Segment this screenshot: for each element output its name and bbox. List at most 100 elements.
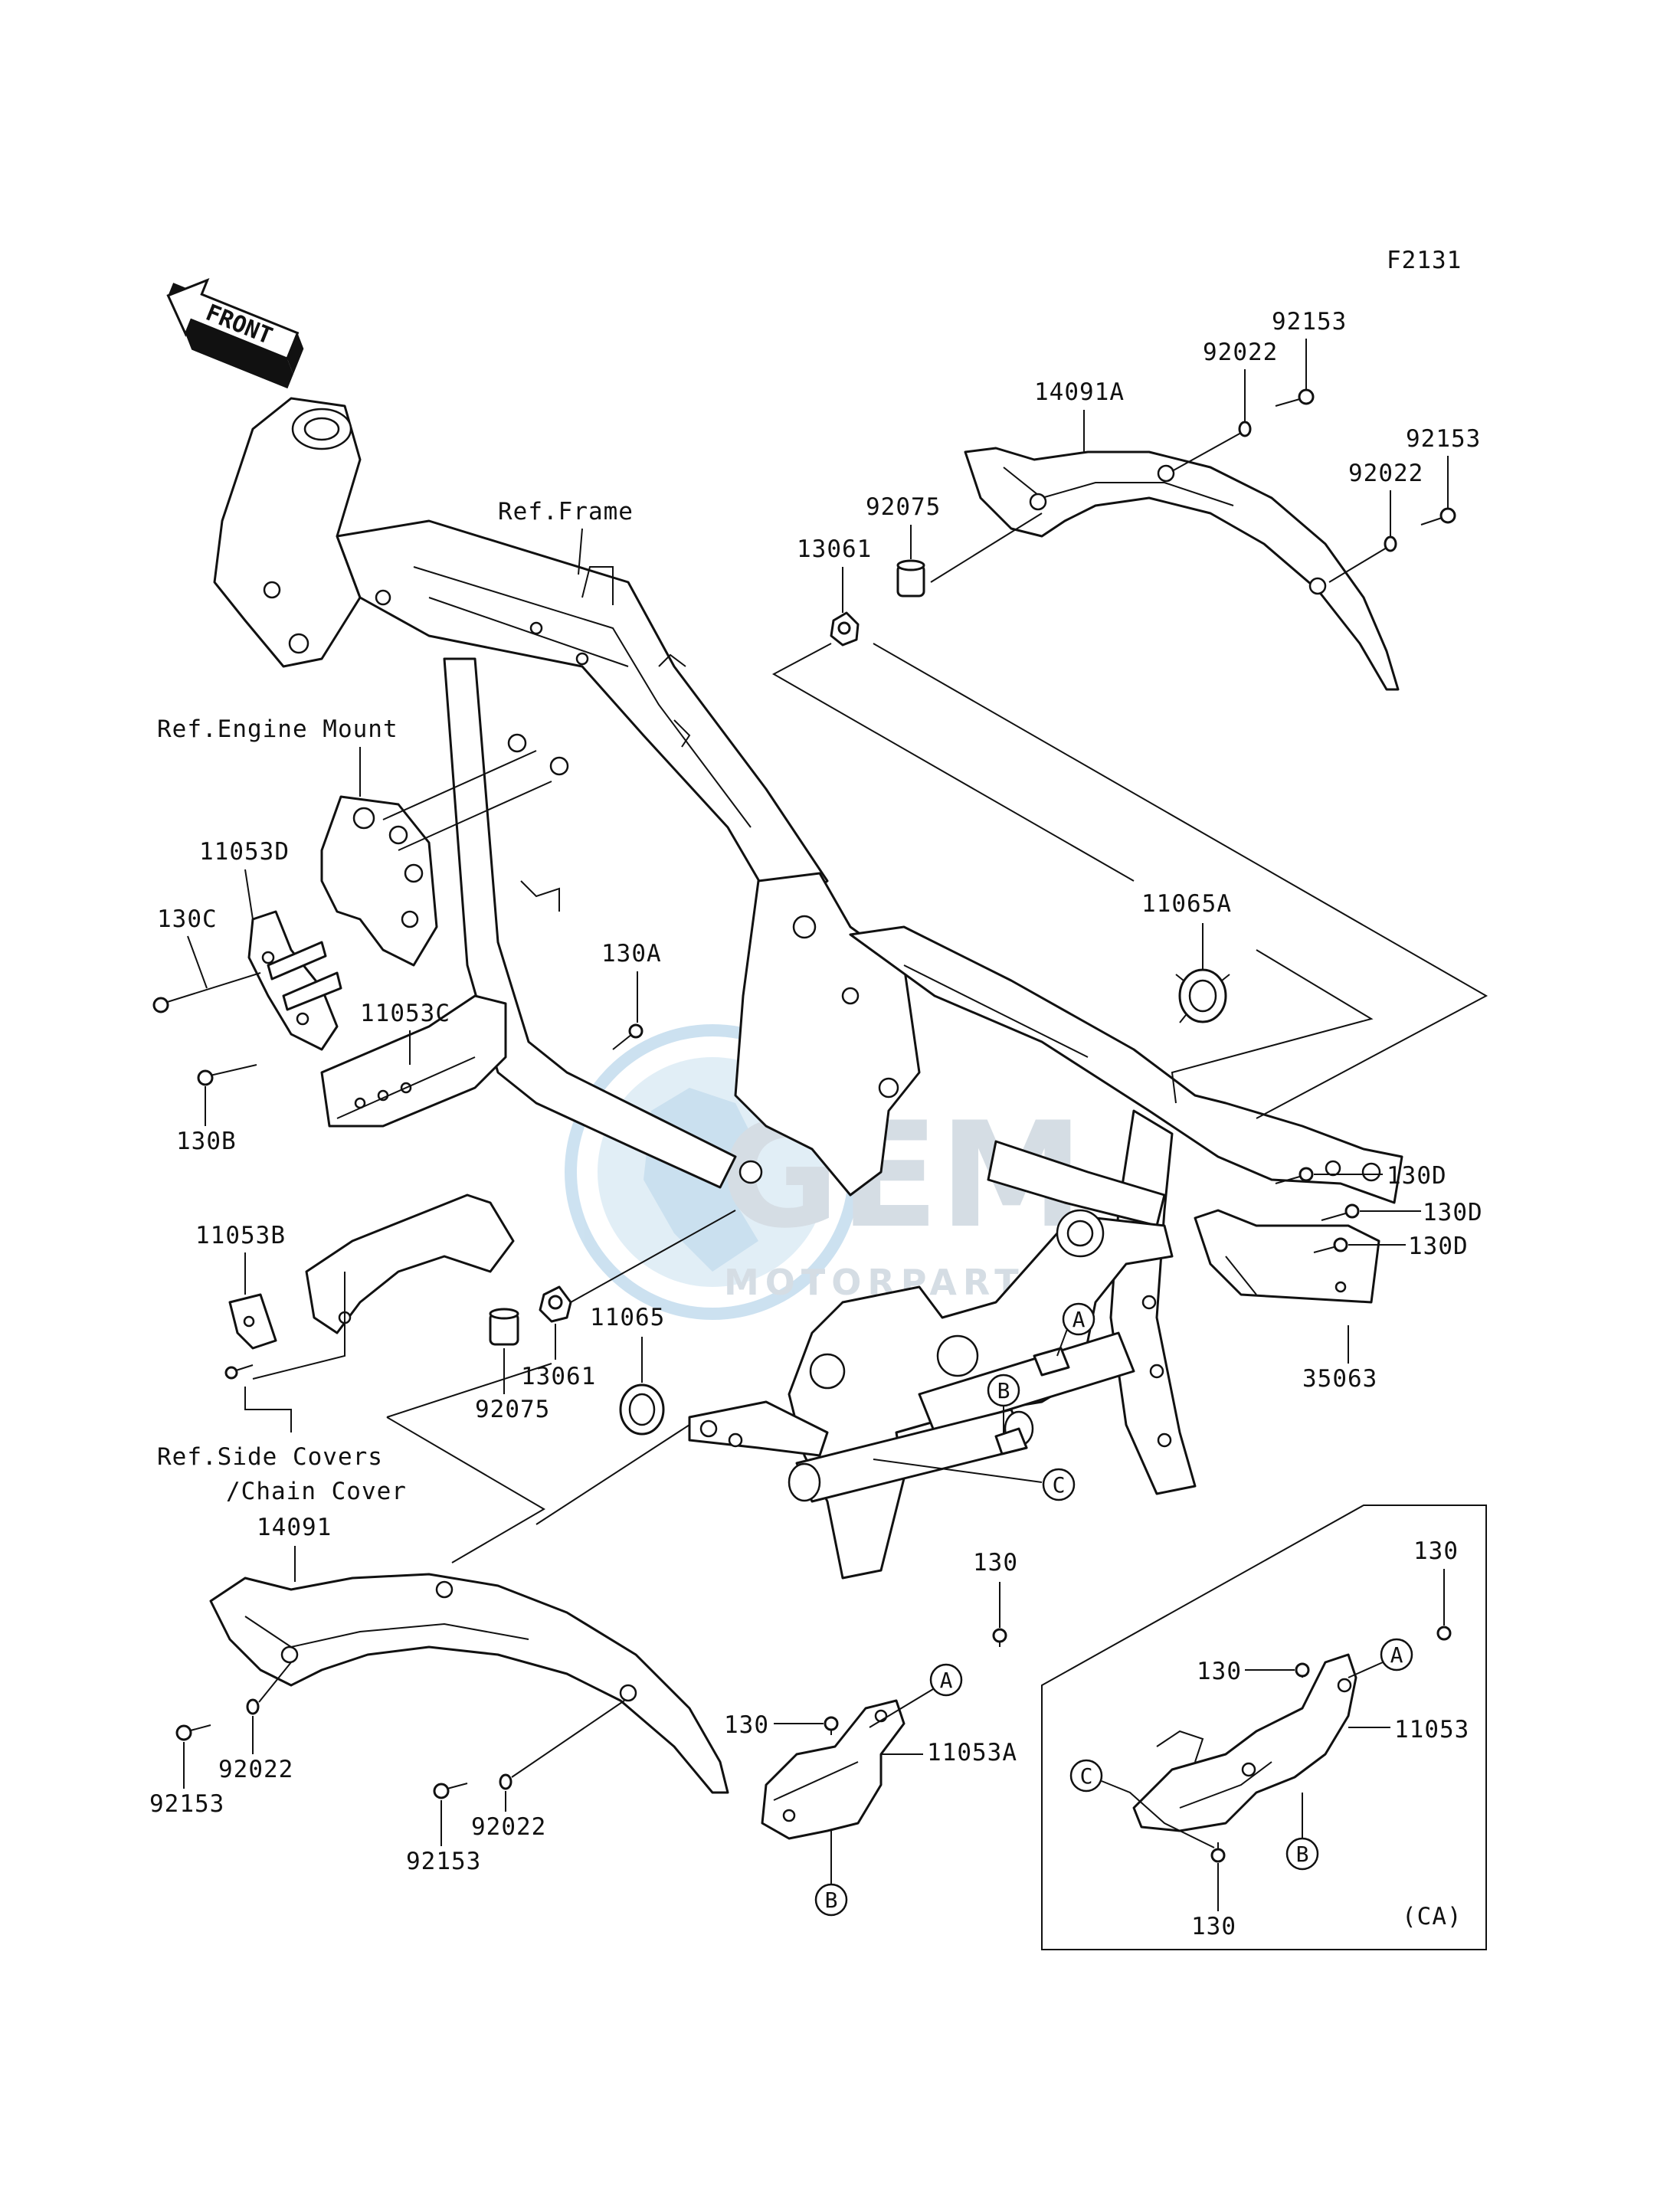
bolt-130b [197,1064,257,1086]
label-92022-bl: 92022 [218,1756,293,1783]
leader-13061-to-frame [570,1210,736,1303]
bracket-11053 [1132,1653,1357,1832]
ref-side-covers-leader [244,1387,292,1432]
label-92075-top: 92075 [866,493,941,521]
main-frame [213,397,1403,1580]
leader-92022-bl-link [258,1662,292,1703]
bolt-130a [612,1023,644,1050]
label-11053c: 11053C [360,1000,450,1027]
callout-b-frame: B [987,1374,1020,1435]
svg-text:B: B [825,1888,838,1913]
fender-14091 [209,1573,729,1794]
callout-b-11053a: B [814,1831,848,1917]
ref-frame-leader [578,528,583,575]
label-11065: 11065 [590,1304,665,1331]
label-92153-bl: 92153 [149,1790,224,1818]
bolt-92153-bm [433,1783,468,1799]
leader-11053d [244,869,254,920]
damper-13061-mid [539,1285,572,1323]
label-130d-1: 130D [1387,1162,1447,1190]
label-130d-3: 130D [1408,1233,1469,1260]
bracket-11053c [320,994,507,1128]
leader-11065a-frame [1171,949,1374,1104]
ca-inset-box [1041,1505,1487,1950]
svg-text:B: B [997,1378,1010,1403]
label-130-a: 130 [973,1549,1018,1577]
damper-13061-top [830,611,860,647]
ref-side-covers-label-2: /Chain Cover [226,1478,407,1505]
bolt-130-a [992,1628,1007,1647]
ring-11065a [1175,968,1230,1023]
callout-a-frame: A [1056,1302,1095,1357]
washer-92022-top1 [1238,421,1252,437]
callout-c-11053: C [1069,1759,1215,1848]
label-92022-top2: 92022 [1348,460,1423,487]
label-92153-bm: 92153 [406,1848,481,1875]
side-cover-link [252,1272,345,1380]
rubber-92075-mid [489,1308,519,1346]
bracket-11053b [228,1193,515,1350]
label-130-b: 130 [724,1711,769,1739]
bolt-side-cover [224,1364,254,1380]
bolt-92153-top1 [1275,388,1315,407]
leader-92022-top1-link [1171,432,1242,472]
label-14091: 14091 [257,1514,332,1541]
washer-92022-bl [246,1698,260,1715]
callout-c-frame: C [873,1459,1076,1501]
callout-b-11053: B [1285,1793,1319,1871]
bottom-fender-mount-lines [386,1363,690,1563]
bracket-11053d [247,910,342,1051]
label-35063: 35063 [1302,1365,1377,1393]
bolt-130-b [824,1716,839,1735]
label-130-ca1: 130 [1413,1537,1459,1565]
washer-92022-bm [499,1773,513,1790]
region-tag: (CA) [1402,1903,1462,1930]
leader-92022-top2-link [1328,547,1387,583]
leader-130c [187,935,208,989]
label-14091a: 14091A [1034,378,1125,406]
label-130d-2: 130D [1423,1199,1483,1226]
label-11053d: 11053D [199,838,290,866]
label-13061-top: 13061 [797,535,872,563]
svg-text:A: A [940,1668,953,1693]
label-11053a: 11053A [927,1739,1017,1766]
front-arrow-icon: FRONT [166,277,304,389]
ref-side-covers-label-1: Ref.Side Covers [157,1443,383,1471]
label-92022-top1: 92022 [1203,339,1278,366]
svg-text:B: B [1296,1842,1309,1867]
top-fender-mount-lines [771,643,1488,1119]
ref-frame-label: Ref.Frame [498,498,634,526]
engine-mount-plate [320,795,438,967]
label-92075-mid: 92075 [475,1396,550,1423]
bolt-130-ca3 [1210,1842,1226,1863]
ref-engine-mount-label: Ref.Engine Mount [157,715,398,743]
label-11065a: 11065A [1141,890,1232,918]
label-130-ca3: 130 [1191,1913,1236,1940]
label-11053: 11053 [1394,1716,1469,1744]
bolt-130-ca2 [1295,1662,1310,1678]
callout-a-11053a: A [869,1663,963,1728]
label-92022-bm: 92022 [471,1813,546,1841]
rubber-92075-top [896,559,925,598]
label-13061-mid: 13061 [521,1363,596,1390]
label-130-ca2: 130 [1197,1658,1242,1685]
svg-text:A: A [1073,1307,1086,1332]
bolt-130d-2 [1321,1203,1360,1221]
bolt-130d-3 [1313,1237,1348,1253]
label-130b: 130B [176,1128,237,1155]
leader-92022-bm-link [511,1700,625,1778]
svg-text:A: A [1390,1642,1403,1668]
label-92153-top2: 92153 [1406,425,1481,453]
washer-92022-top2 [1384,535,1397,552]
bolt-130-ca1 [1436,1626,1452,1641]
label-11053b: 11053B [195,1222,286,1249]
bolt-92153-bl [175,1724,211,1741]
label-130a: 130A [601,940,662,968]
label-92153-top1: 92153 [1272,308,1347,336]
callout-a-11053: A [1348,1638,1413,1678]
svg-text:C: C [1053,1472,1066,1498]
figure-code: F2131 [1387,247,1462,274]
svg-text:C: C [1080,1763,1093,1789]
fender-14091a [964,447,1400,691]
